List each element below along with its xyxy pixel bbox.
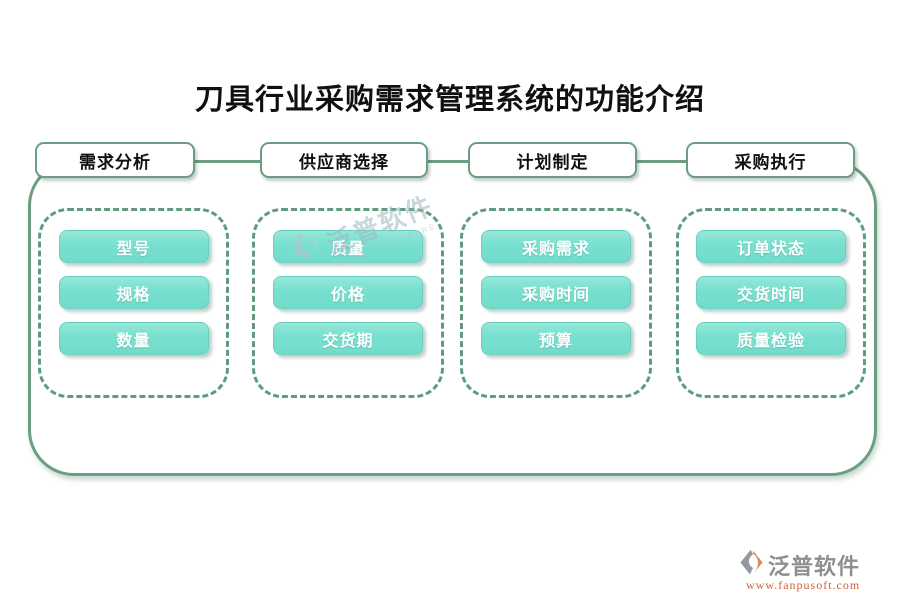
- feature-button: 质量: [273, 230, 423, 263]
- page-title: 刀具行业采购需求管理系统的功能介绍: [194, 84, 705, 116]
- feature-button: 质量检验: [696, 322, 846, 355]
- feature-button: 交货时间: [696, 276, 846, 309]
- panel-plan-formulation: 采购需求采购时间预算: [460, 208, 652, 398]
- feature-button: 采购时间: [481, 276, 631, 309]
- main-container: [28, 160, 877, 476]
- fanpu-logo-icon: [738, 548, 765, 582]
- footer-brand-name: 泛普软件: [768, 554, 861, 579]
- tab-plan-formulation: 计划制定: [468, 142, 637, 178]
- footer-logo: 泛普软件 www.fanpusoft.com: [734, 548, 884, 592]
- feature-button: 数量: [58, 322, 209, 355]
- feature-button: 预算: [481, 322, 631, 355]
- feature-button: 采购需求: [481, 230, 631, 263]
- feature-button: 规格: [58, 276, 209, 309]
- feature-button: 价格: [273, 276, 423, 309]
- panel-procurement-execution: 订单状态交货时间质量检验: [676, 208, 866, 398]
- tab-demand-analysis: 需求分析: [35, 142, 195, 178]
- feature-button: 订单状态: [696, 230, 846, 263]
- footer-website-url: www.fanpusoft.com: [746, 578, 861, 592]
- tab-supplier-selection: 供应商选择: [260, 142, 428, 178]
- panel-demand-analysis: 型号规格数量: [38, 208, 229, 398]
- panel-supplier-selection: 质量价格交货期: [252, 208, 444, 398]
- tab-procurement-execution: 采购执行: [686, 142, 855, 178]
- feature-button: 型号: [58, 230, 209, 263]
- feature-button: 交货期: [273, 322, 423, 355]
